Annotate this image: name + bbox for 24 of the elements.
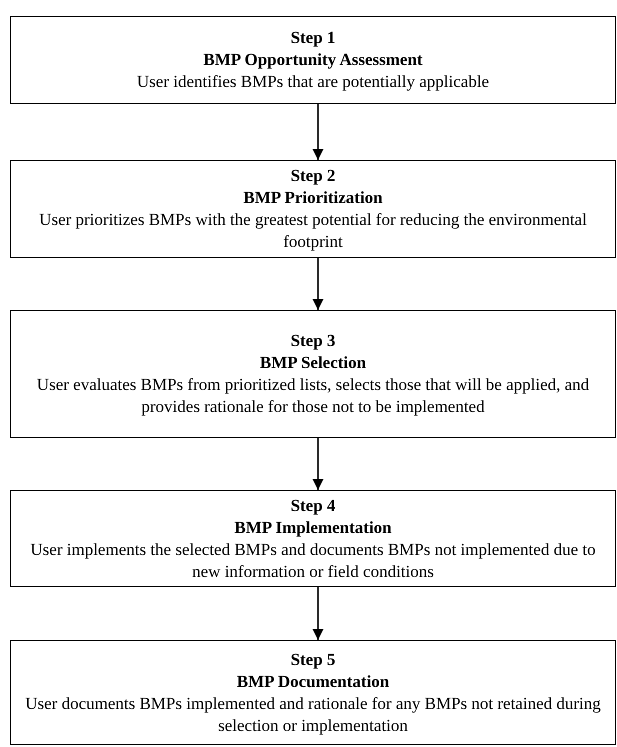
step-title: BMP Selection xyxy=(260,352,366,374)
process-box xyxy=(10,16,616,104)
step-title: BMP Prioritization xyxy=(243,187,383,209)
step-number: Step 4 xyxy=(290,494,336,516)
step-description: User prioritizes BMPs with the greatest potential for reducing the environmental footprint xyxy=(38,209,588,253)
step-description: User evaluates BMPs from prioritized lists, selects those that will be applied, and provides rationale for those not to be implemented xyxy=(36,374,590,418)
step-number: Step 3 xyxy=(290,330,336,352)
process-box xyxy=(10,310,616,438)
arrow xyxy=(312,438,324,490)
step-description: User identifies BMPs that are potentially applicable xyxy=(136,71,490,93)
step-description: User documents BMPs implemented and rationale for any BMPs not retained during selection or implementation xyxy=(24,692,602,736)
step-number: Step 1 xyxy=(290,27,336,49)
step-title: BMP Documentation xyxy=(236,670,390,692)
process-box xyxy=(10,490,616,587)
arrow xyxy=(312,258,324,310)
step-number: Step 5 xyxy=(290,648,336,670)
process-box xyxy=(10,640,616,745)
step-description: User implements the selected BMPs and documents BMPs not implemented due to new information or field conditions xyxy=(29,538,597,582)
step-title: BMP Opportunity Assessment xyxy=(203,49,423,71)
process-box xyxy=(10,160,616,258)
arrow xyxy=(312,104,324,160)
step-title: BMP Implementation xyxy=(234,516,392,538)
step-number: Step 2 xyxy=(290,165,336,187)
arrow xyxy=(312,587,324,640)
